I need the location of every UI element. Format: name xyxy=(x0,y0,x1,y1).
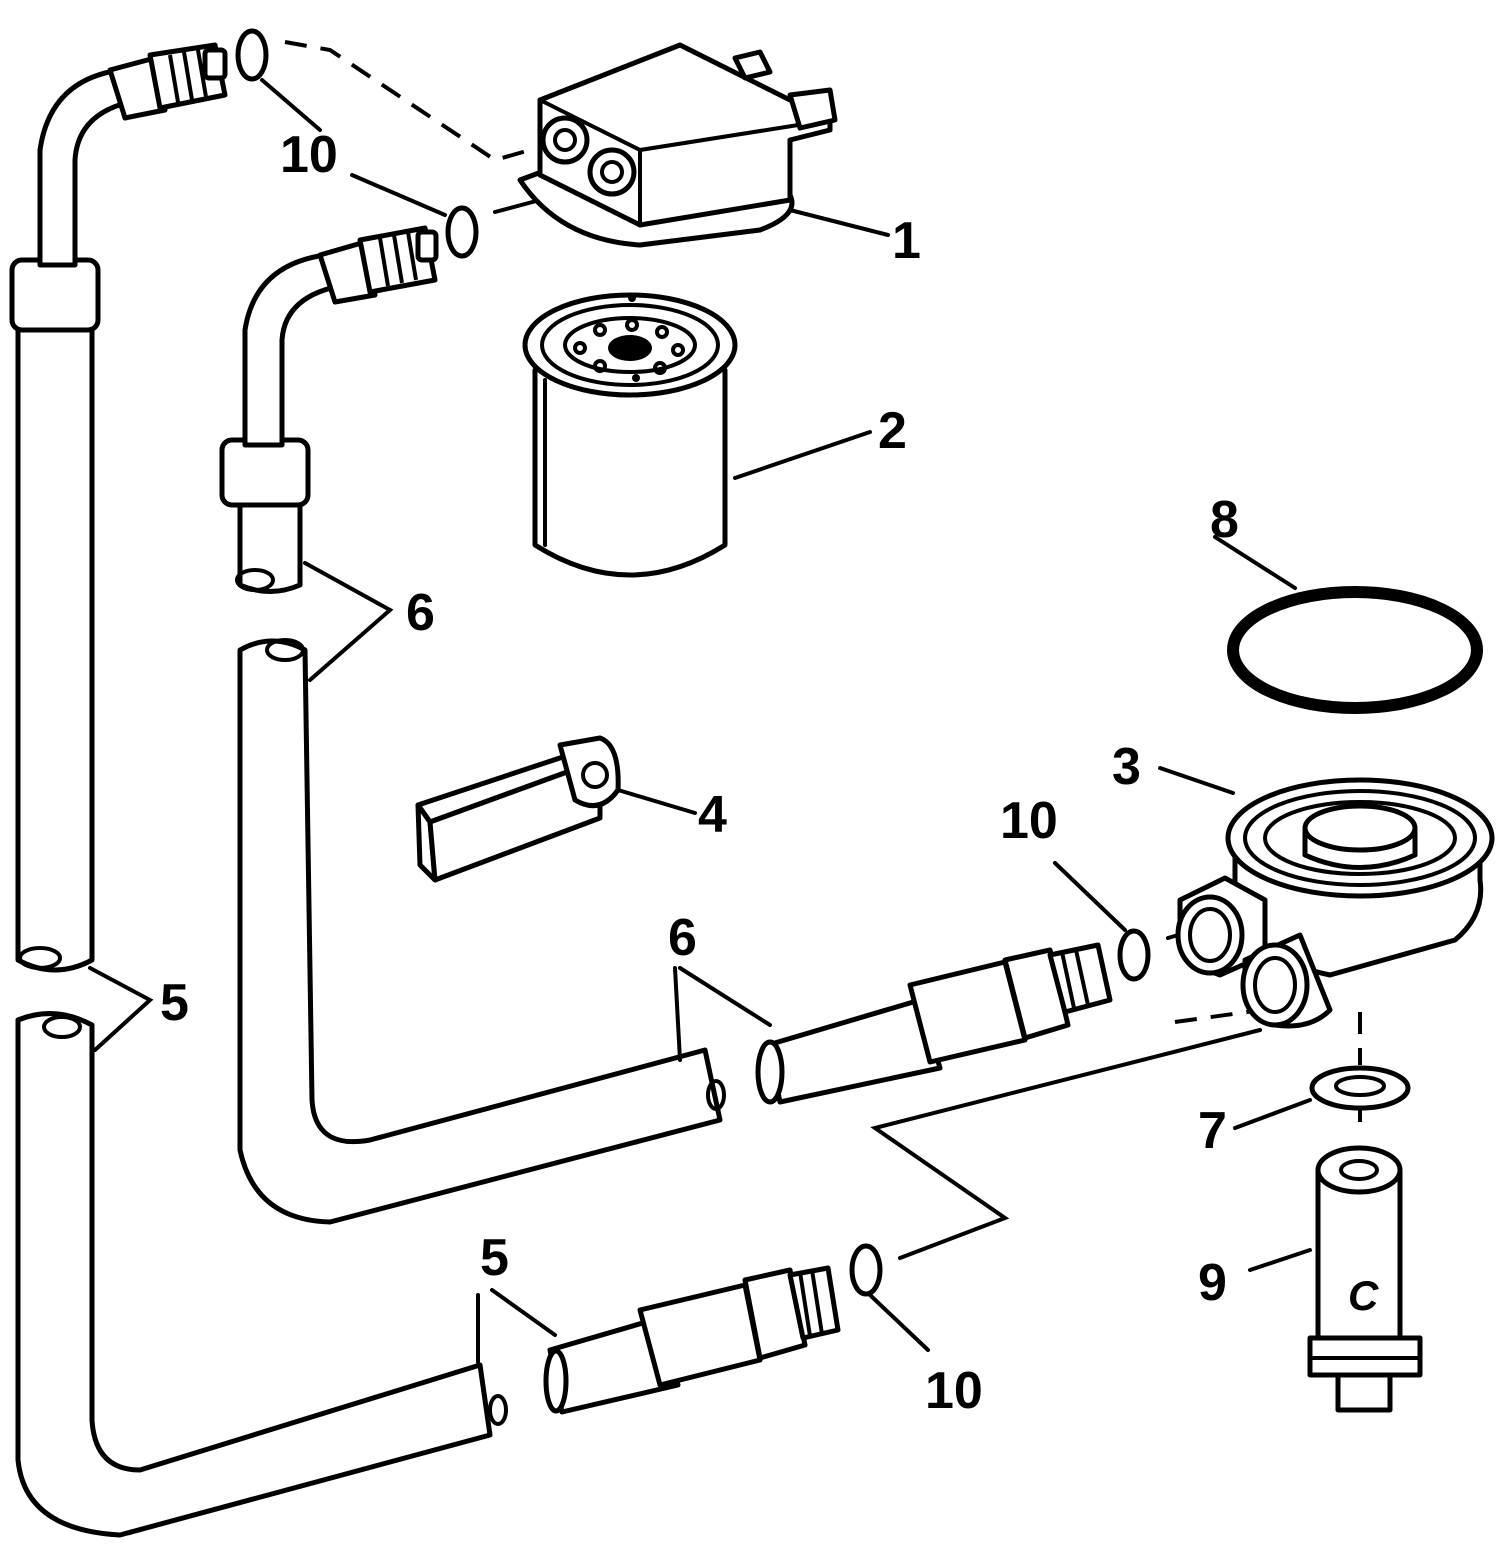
part-5-hose-lower xyxy=(15,1011,508,1538)
part-5-hose-end-fitting xyxy=(543,1265,841,1415)
part-5-fitting-top xyxy=(107,42,228,121)
callout-6-lower: 6 xyxy=(668,909,697,967)
callout-4: 4 xyxy=(698,786,727,844)
callout-9: 9 xyxy=(1198,1254,1227,1312)
callout-3: 3 xyxy=(1112,738,1141,796)
part-10-washer-top-b xyxy=(445,205,479,259)
callout-8: 8 xyxy=(1210,491,1239,549)
part-6-hose-upper xyxy=(219,225,439,594)
callout-1: 1 xyxy=(892,212,921,270)
callout-7: 7 xyxy=(1198,1102,1227,1160)
part-6-hose-end-fitting xyxy=(755,942,1113,1105)
part-9-marking: C xyxy=(1348,1272,1379,1319)
part-8-o-ring xyxy=(1227,586,1483,714)
part-7-washer xyxy=(1309,1065,1411,1111)
part-4-bracket xyxy=(415,735,621,883)
callout-5-left: 5 xyxy=(160,974,189,1032)
part-5-hose-upper xyxy=(9,67,143,973)
callout-leaders xyxy=(88,78,1312,1364)
part-9-sender xyxy=(1307,1145,1423,1413)
callout-10-right: 10 xyxy=(1000,792,1058,850)
callout-2: 2 xyxy=(878,402,907,460)
callout-10-top: 10 xyxy=(280,126,338,184)
callout-labels: 10 1 2 8 6 3 4 10 6 5 7 5 9 10 C xyxy=(160,126,1379,1420)
part-10-washer-right xyxy=(1117,928,1151,982)
part-2-oil-filter xyxy=(522,292,738,578)
part-10-washer-bottom xyxy=(849,1243,883,1297)
callout-5-bottom: 5 xyxy=(480,1229,509,1287)
part-6-hose-lower xyxy=(237,638,726,1225)
callout-10-bottom: 10 xyxy=(925,1362,983,1420)
part-10-washer-top-a xyxy=(235,28,269,82)
callout-6-upper: 6 xyxy=(406,584,435,642)
part-3-filter-adapter xyxy=(1175,777,1495,1029)
part-1-filter-head xyxy=(517,42,838,248)
